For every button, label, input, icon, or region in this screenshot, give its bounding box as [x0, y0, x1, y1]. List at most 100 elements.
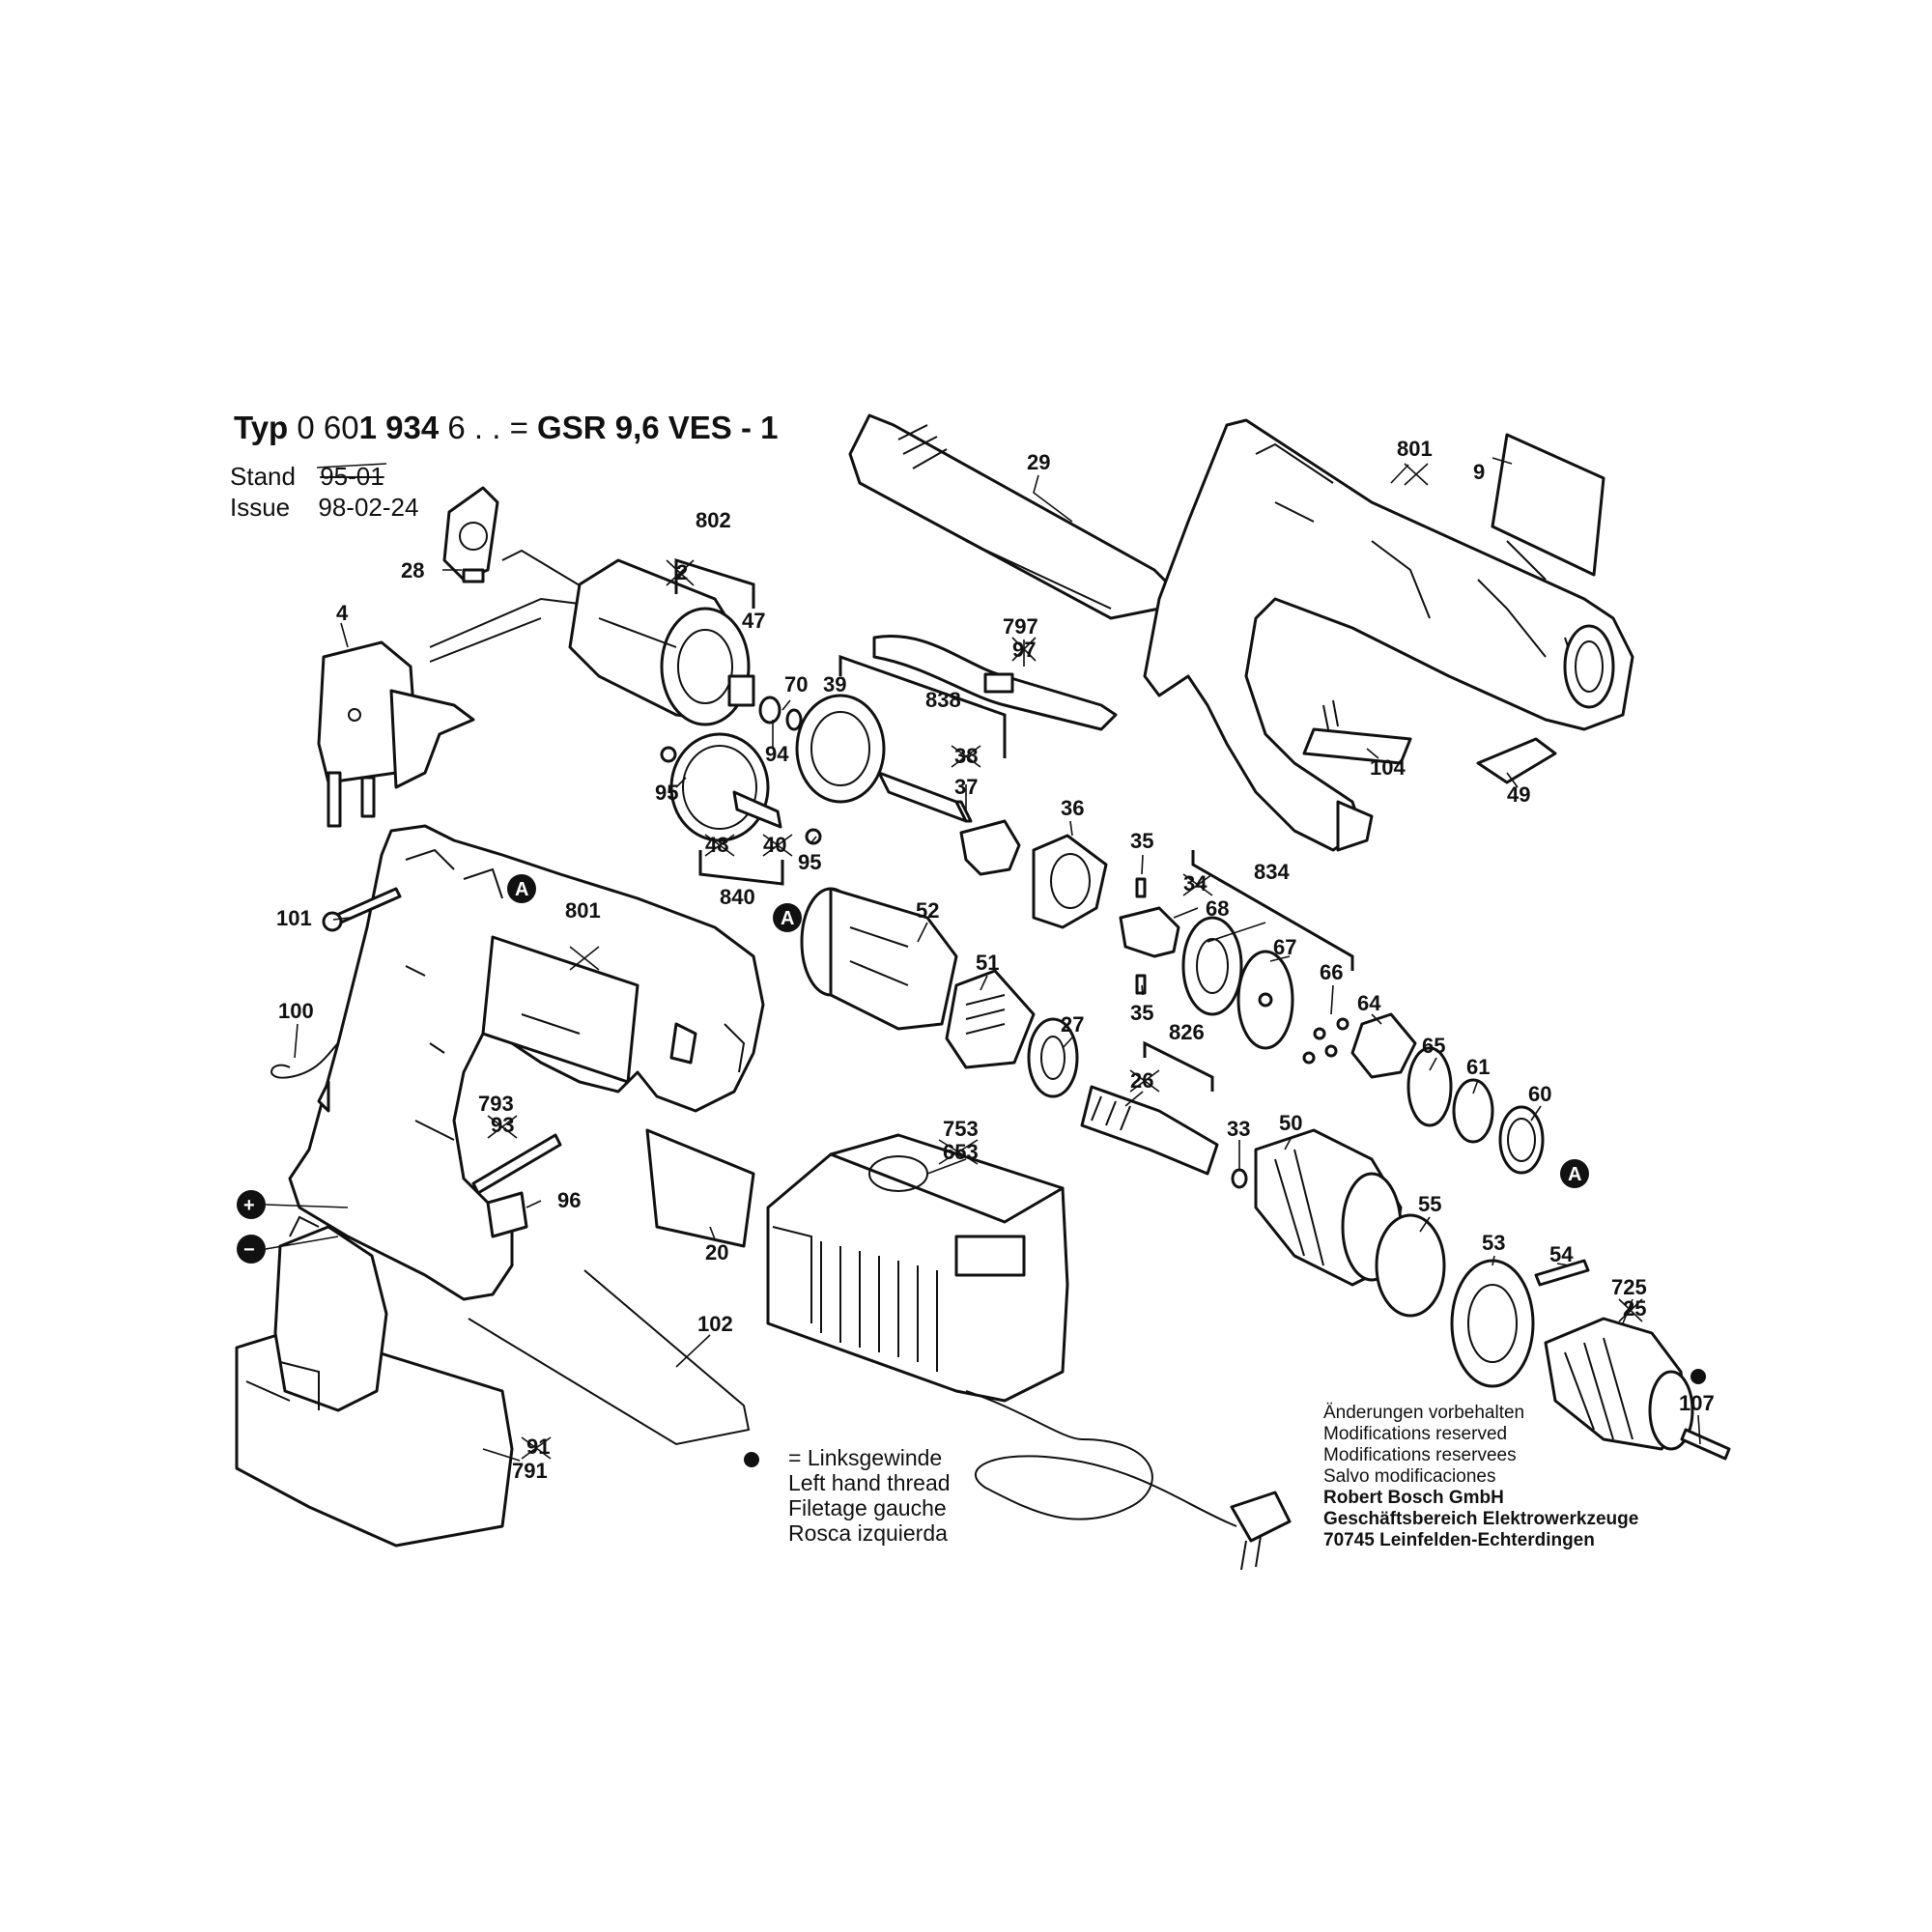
label-48: 48	[705, 833, 728, 857]
part-labels: 29 801 9 802 2 47 28 4 70 39 94 797 97 8…	[276, 437, 1715, 1483]
label-791: 791	[512, 1459, 548, 1483]
motor-part	[568, 558, 755, 726]
battery-pack-part	[235, 1215, 514, 1548]
belt-clip-part	[468, 1269, 751, 1446]
model-title: Typ 0 601 934 6 . . = GSR 9,6 VES - 1	[234, 410, 778, 446]
label-653: 653	[943, 1140, 979, 1164]
left-hand-thread-legend: = Linksgewinde Left hand thread Filetage…	[744, 1445, 951, 1546]
label-107: 107	[1679, 1391, 1715, 1415]
company-address: 70745 Leinfelden-Echterdingen	[1323, 1530, 1595, 1550]
left-hand-screw-part	[1680, 1428, 1731, 1461]
label-801: 801	[1397, 437, 1433, 461]
drive-shaft-part	[877, 771, 1021, 876]
company-name: Robert Bosch GmbH	[1323, 1488, 1504, 1508]
label-35b: 35	[1130, 1001, 1153, 1025]
reference-markers: A A A + −	[237, 874, 1706, 1384]
planet-gear-part	[660, 732, 822, 845]
bearing-plate-part	[1032, 834, 1108, 929]
label-38: 38	[954, 744, 978, 768]
legend-line: = Linksgewinde	[788, 1445, 943, 1470]
label-101: 101	[276, 906, 312, 930]
leader-lines	[265, 457, 1701, 1462]
issue-row: Issue 98-02-24	[230, 493, 418, 523]
clip-part	[1476, 737, 1557, 784]
label-826: 826	[1169, 1020, 1205, 1044]
label-66: 66	[1320, 960, 1343, 984]
label-40: 40	[763, 833, 786, 857]
reference-marker-a	[507, 874, 536, 903]
label-54: 54	[1549, 1242, 1574, 1266]
reference-marker-a-text: A	[781, 908, 794, 929]
label-20: 20	[705, 1240, 728, 1264]
label-49: 49	[1507, 782, 1530, 807]
label-67: 67	[1273, 935, 1296, 959]
label-sticker-part	[645, 1128, 755, 1248]
label-838: 838	[925, 688, 961, 712]
label-753: 753	[943, 1117, 979, 1141]
switch-part	[317, 640, 475, 828]
stand-value: 95-01	[320, 462, 384, 491]
label-61: 61	[1466, 1055, 1490, 1079]
label-97: 97	[1012, 638, 1036, 662]
label-33: 33	[1227, 1117, 1250, 1141]
label-100: 100	[278, 999, 314, 1023]
ball-bearing-part	[1027, 1017, 1079, 1098]
label-65: 65	[1422, 1034, 1445, 1058]
typ-label: Typ	[234, 410, 289, 445]
label-793: 793	[478, 1092, 514, 1116]
label-25: 25	[1623, 1296, 1646, 1321]
wrist-strap-part	[872, 635, 1118, 731]
reference-marker-a	[1560, 1159, 1589, 1188]
bit-holder-part	[486, 1191, 528, 1238]
label-52: 52	[916, 898, 939, 923]
label-29: 29	[1027, 450, 1050, 474]
label-51: 51	[976, 951, 999, 975]
label-94: 94	[765, 742, 789, 766]
label-64: 64	[1357, 991, 1381, 1015]
label-834: 834	[1254, 860, 1290, 884]
label-50: 50	[1279, 1111, 1302, 1135]
gear-housing-part	[800, 887, 958, 1031]
label-96: 96	[557, 1188, 581, 1212]
stand-row: Stand 95-01	[230, 462, 384, 492]
kit-838-bracket	[838, 654, 1007, 758]
label-27: 27	[1061, 1012, 1084, 1037]
ring-gear-part	[795, 694, 886, 804]
negative-terminal-icon	[237, 1235, 266, 1264]
label-95b: 95	[798, 850, 821, 874]
legend-line: Left hand thread	[788, 1470, 951, 1495]
label-4: 4	[336, 601, 349, 625]
note-line: Salvo modificaciones	[1323, 1466, 1496, 1487]
svg-text:+: +	[243, 1195, 255, 1216]
note-line: Modifications reservees	[1323, 1445, 1517, 1465]
screwdriver-bit-part	[471, 1133, 562, 1195]
label-39: 39	[823, 672, 846, 696]
left-hand-thread-marker	[1690, 1369, 1706, 1384]
left-housing-half-part	[288, 824, 765, 1301]
spindle-part	[1080, 1085, 1248, 1189]
bushing-part	[758, 696, 781, 724]
label-70: 70	[784, 672, 808, 696]
pin-part	[1135, 877, 1147, 898]
label-102: 102	[697, 1312, 733, 1336]
pin-part	[1135, 974, 1147, 995]
right-housing-half-part	[1143, 418, 1634, 852]
label-801b: 801	[565, 898, 601, 923]
typ-number-b: 1 934	[358, 410, 440, 445]
note-line: Änderungen vorbehalten	[1323, 1403, 1525, 1423]
label-104: 104	[1370, 755, 1406, 780]
legend-line: Filetage gauche	[788, 1495, 947, 1520]
label-68: 68	[1206, 896, 1229, 921]
typ-number-c: 6 . . =	[447, 410, 528, 445]
issue-value: 98-02-24	[318, 493, 419, 522]
label-36: 36	[1061, 796, 1084, 820]
label-35: 35	[1130, 829, 1153, 853]
motor-terminal-part	[442, 486, 499, 583]
issue-label: Issue	[230, 493, 291, 522]
stand-label: Stand	[230, 462, 296, 491]
reference-marker-a	[773, 903, 802, 932]
label-34: 34	[1183, 871, 1208, 895]
label-28: 28	[401, 558, 424, 582]
label-2: 2	[676, 560, 688, 584]
screw-part	[322, 887, 402, 932]
